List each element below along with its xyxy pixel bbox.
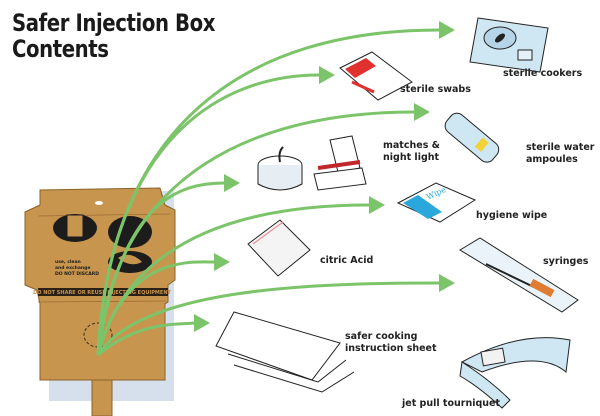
wipe-packet-icon: Wipe bbox=[396, 182, 477, 223]
arrow-head-hygiene-wipe bbox=[369, 196, 385, 214]
arrow-head-instruction-sheet bbox=[194, 314, 210, 332]
box-band-text: DO NOT SHARE OR REUSE INJECTING EQUIPMEN… bbox=[33, 290, 171, 296]
swab-packet-icon bbox=[339, 51, 413, 101]
label-hygiene-wipe: hygiene wipe bbox=[476, 210, 548, 221]
arrow-head-sterile-water bbox=[414, 103, 430, 121]
arrow-head-citric-acid bbox=[214, 253, 230, 271]
water-ampoule-icon bbox=[444, 112, 500, 163]
label-sterile-swabs: sterile swabs bbox=[400, 84, 471, 95]
ziplock-bag-icon bbox=[247, 219, 311, 277]
arrow-line-sterile-swabs bbox=[96, 73, 320, 356]
arrow-head-sterile-cookers bbox=[439, 21, 455, 39]
label-matches-night-light: matches & night light bbox=[383, 140, 440, 163]
arrow-head-syringes bbox=[439, 274, 455, 292]
box-side-text-2: and exchange bbox=[55, 265, 90, 271]
label-sterile-water: sterile water ampoules bbox=[526, 142, 595, 165]
arrow-head-matches-night-light bbox=[224, 174, 240, 192]
arrow-line-instruction-sheet bbox=[97, 321, 195, 357]
label-syringes: syringes bbox=[543, 256, 589, 267]
folded-sheet-icon bbox=[215, 311, 355, 393]
syringe-icon bbox=[459, 237, 579, 313]
arrow-line-matches-night-light bbox=[96, 181, 225, 356]
cooker-tray-icon bbox=[469, 17, 549, 73]
injection-box bbox=[24, 187, 176, 416]
arrow-line-syringes bbox=[96, 281, 440, 356]
arrow-head-sterile-swabs bbox=[319, 66, 335, 84]
arrow-line-citric-acid bbox=[96, 260, 215, 356]
box-side-text-3: DO NOT DISCARD bbox=[55, 271, 99, 277]
arrows-group bbox=[96, 21, 455, 357]
matchbook-candle-icon bbox=[257, 135, 367, 191]
diagram-title: Safer Injection Box Contents bbox=[12, 9, 215, 63]
label-tourniquet: jet pull tourniquet bbox=[402, 398, 501, 409]
tourniquet-icon bbox=[459, 337, 571, 409]
label-citric-acid: citric Acid bbox=[320, 255, 374, 266]
label-sterile-cookers: sterile cookers bbox=[503, 68, 583, 79]
box-side-text-1: use, clean bbox=[55, 259, 81, 265]
label-instruction-sheet: safer cooking instruction sheet bbox=[345, 331, 437, 354]
